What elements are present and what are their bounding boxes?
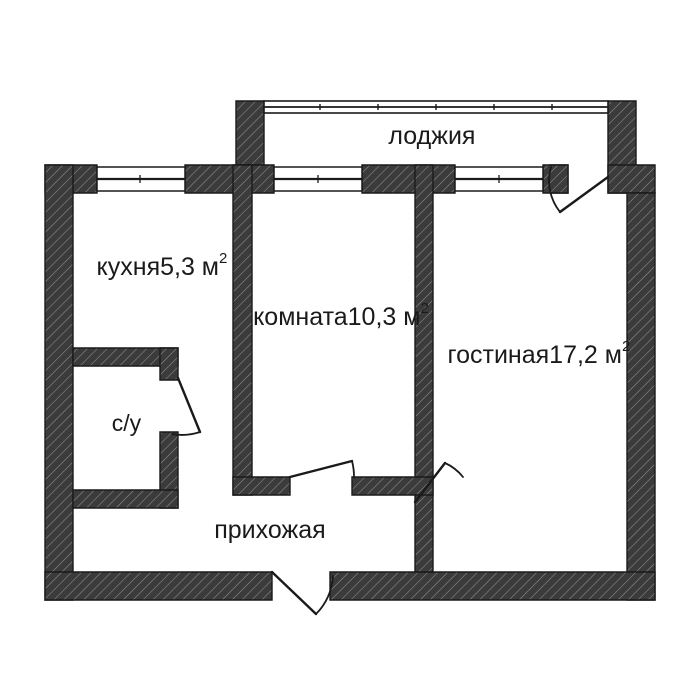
doors-group: [171, 166, 610, 616]
room-labels-group: лоджия кухня5,3 м2 комната10,3 м2 гостин…: [34, 122, 679, 544]
room-label-loggia: лоджия: [326, 122, 524, 150]
top-wall-kitchen-room: [184, 164, 275, 194]
loggia-left-wall: [235, 100, 265, 166]
kitchen-window: [96, 166, 186, 192]
loggia-glazing-mullions: [319, 104, 553, 110]
room-label-room: комната10,3 м2: [191, 294, 478, 331]
room-label-bathroom: с/у: [54, 410, 186, 436]
room-label-kitchen: кухня5,3 м2: [34, 244, 276, 281]
bathroom-door: [171, 376, 202, 436]
bottom-wall-right: [329, 571, 656, 601]
right-exterior-wall: [626, 192, 656, 601]
left-exterior-wall: [44, 164, 74, 601]
bathroom-bottom-wall: [72, 489, 179, 509]
partition-room-living: [414, 164, 434, 573]
room-bottom-wall-right: [351, 476, 434, 496]
room-window: [273, 166, 363, 192]
loggia-door: [548, 166, 610, 214]
bottom-wall-left: [44, 571, 273, 601]
top-wall-room-living: [361, 164, 456, 194]
bathroom-right-wall-upper: [159, 347, 179, 381]
top-wall-living-right: [542, 164, 569, 194]
loggia-glazing-group: [263, 100, 609, 114]
room-door: [288, 459, 355, 479]
living-window: [454, 166, 544, 192]
windows-group: [96, 166, 544, 192]
room-bottom-wall-left: [232, 476, 291, 496]
living-door: [413, 461, 464, 504]
loggia-door-jamb-right: [607, 164, 656, 194]
entry-door: [270, 570, 334, 616]
room-label-living: гостиная17,2 м2: [385, 332, 679, 369]
room-label-hallway: прихожая: [152, 516, 375, 544]
